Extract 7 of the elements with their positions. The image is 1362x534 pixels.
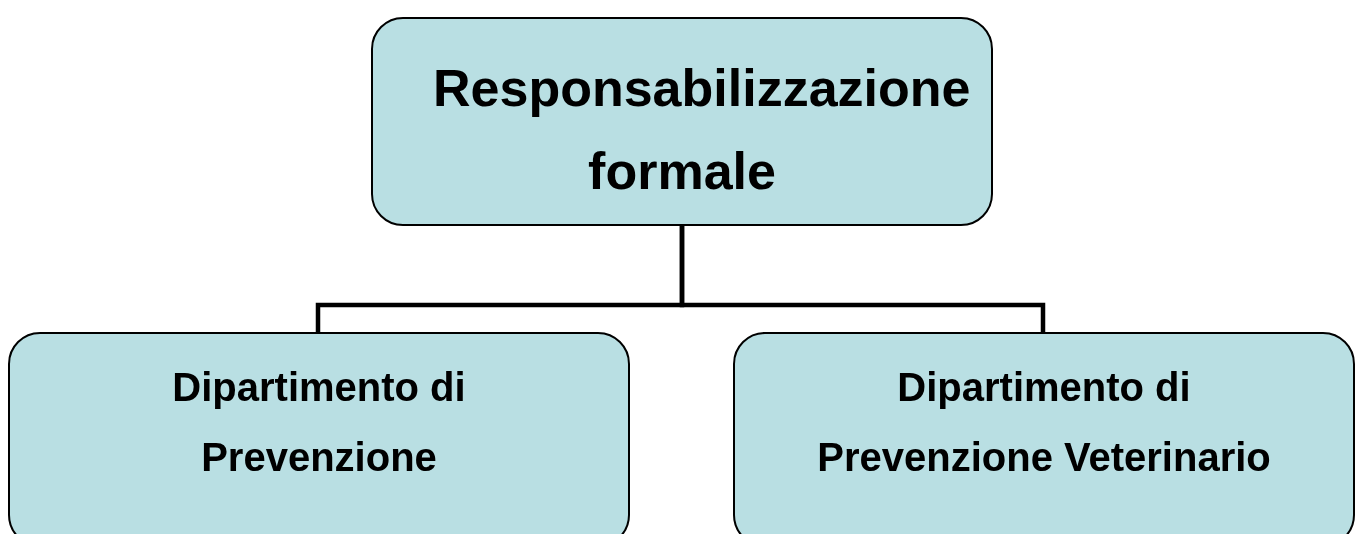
- box-label: Dipartimento di Prevenzione Veterinario: [816, 364, 1272, 481]
- box-label: Dipartimento di Prevenzione: [171, 364, 467, 481]
- process-box: [733, 332, 1355, 534]
- process-box: [8, 332, 630, 534]
- process-box: [371, 17, 993, 226]
- connector-line: [679, 226, 1046, 332]
- box-label: Responsabilizzazione formale: [432, 58, 972, 203]
